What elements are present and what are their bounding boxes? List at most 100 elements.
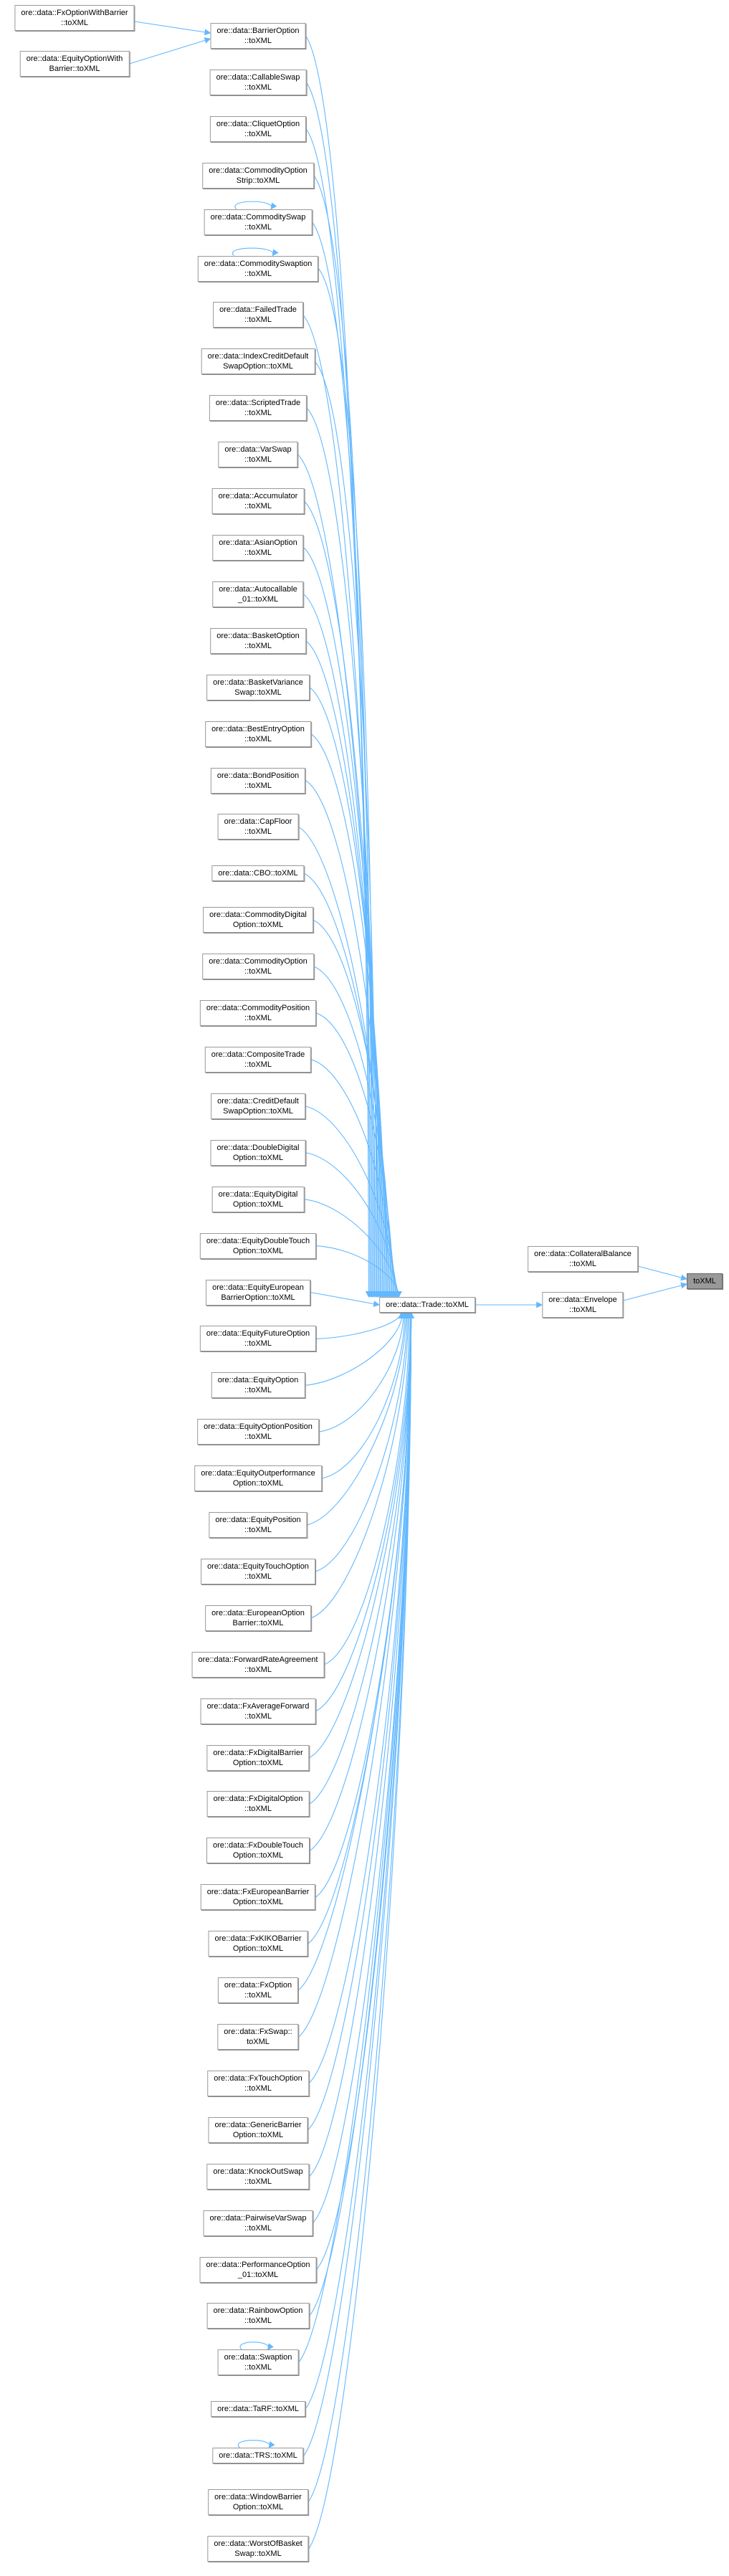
node-label: ore::data::CommodityOption	[209, 166, 308, 175]
node-label: ::toXML	[244, 2083, 272, 2093]
node-equityposition-toxml[interactable]: ore::data::EquityPosition::toXML	[209, 1512, 308, 1539]
node-fxoption-toxml[interactable]: ore::data::FxOption::toXML	[217, 1977, 299, 2004]
node-commodityoption-toxml[interactable]: ore::data::CommodityOption::toXML	[202, 954, 314, 980]
node-toxml[interactable]: toXML	[687, 1273, 723, 1289]
node-label: _01::toXML	[237, 594, 279, 604]
node-capfloor-toxml[interactable]: ore::data::CapFloor::toXML	[217, 814, 299, 840]
node-label: ::toXML	[244, 1339, 272, 1349]
edge-caller-13-to-trade	[305, 640, 387, 1298]
node-label: ::toXML	[244, 409, 272, 418]
node-barrieroption-toxml[interactable]: ore::data::BarrierOption::toXML	[210, 23, 306, 49]
node-knockoutswap-toxml[interactable]: ore::data::KnockOutSwap::toXML	[206, 2163, 310, 2190]
node-label: ore::data::GenericBarrier	[214, 2120, 302, 2129]
node-label: _01::toXML	[237, 2270, 279, 2279]
node-label: ::toXML	[244, 1572, 272, 1581]
node-scriptedtrade-toxml[interactable]: ore::data::ScriptedTrade::toXML	[209, 395, 308, 422]
node-label: Barrier::toXML	[49, 65, 100, 73]
node-equityoption-toxml[interactable]: ore::data::EquityOption::toXML	[211, 1372, 305, 1399]
node-varswap-toxml[interactable]: ore::data::VarSwap::toXML	[218, 442, 298, 468]
edge-fxoptionwithbarrier-to-barrieroption	[134, 21, 211, 36]
node-failedtrade-toxml[interactable]: ore::data::FailedTrade::toXML	[213, 302, 303, 328]
node-bondposition-toxml[interactable]: ore::data::BondPosition::toXML	[210, 767, 306, 794]
node-fxswap-toxml[interactable]: ore::data::FxSwap::toXML	[217, 2024, 299, 2050]
edge-caller-42-to-trade	[297, 1312, 415, 1991]
node-rainbowoption-toxml[interactable]: ore::data::RainbowOption::toXML	[206, 2303, 310, 2329]
node-bestentryoption-toxml[interactable]: ore::data::BestEntryOption::toXML	[205, 721, 311, 747]
edge-equityoptionwithbarrier-to-barrieroption	[129, 37, 211, 65]
edge-collateral-to-toxml	[637, 1265, 687, 1281]
node-label: Swap::toXML	[234, 688, 282, 697]
node-label: ::toXML	[244, 269, 272, 278]
node-label: ::toXML	[244, 1386, 272, 1395]
node-label: ::toXML	[244, 315, 272, 325]
node-equityfutureoption-toxml[interactable]: ore::data::EquityFutureOption::toXML	[199, 1326, 317, 1352]
node-compositetrade-toxml[interactable]: ore::data::CompositeTrade::toXML	[204, 1046, 312, 1073]
edge-caller-32-to-trade	[307, 1312, 409, 1526]
node-label: ::toXML	[244, 827, 272, 837]
node-asianoption-toxml[interactable]: ore::data::AsianOption::toXML	[212, 534, 304, 561]
node-commodityswaption-toxml[interactable]: ore::data::CommoditySwaption::toXML	[197, 255, 319, 282]
node-fxdigitaloption-toxml[interactable]: ore::data::FxDigitalOption::toXML	[206, 1791, 310, 1817]
node-cbo-toxml[interactable]: ore::data::CBO::toXML	[211, 865, 305, 882]
node-pairwisevarswap-toxml[interactable]: ore::data::PairwiseVarSwap::toXML	[203, 2210, 313, 2236]
node-label: ore::data::Autocallable	[219, 584, 297, 594]
node-label: ore::data::Trade::toXML	[386, 1301, 469, 1309]
node-trade-toxml[interactable]: ore::data::Trade::toXML	[379, 1297, 475, 1313]
node-label: ::toXML	[244, 222, 272, 232]
node-callableswap-toxml[interactable]: ore::data::CallableSwap::toXML	[209, 69, 307, 95]
node-commodityposition-toxml[interactable]: ore::data::CommodityPosition::toXML	[199, 1000, 317, 1027]
node-label: Option::toXML	[232, 1153, 284, 1162]
node-autocallable-01-toxml[interactable]: ore::data::Autocallable_01::toXML	[212, 581, 304, 607]
node-label: ore::data::FxSwap::	[224, 2028, 292, 2037]
edge-caller-0-to-trade	[305, 35, 372, 1298]
node-label: ::toXML	[244, 734, 272, 743]
node-cliquetoption-toxml[interactable]: ore::data::CliquetOption::toXML	[209, 115, 307, 142]
node-fxtouchoption-toxml[interactable]: ore::data::FxTouchOption::toXML	[207, 2070, 309, 2096]
node-envelope-toxml[interactable]: ore::data::Envelope::toXML	[542, 1292, 624, 1318]
node-label: ::toXML	[244, 82, 272, 92]
node-forwardrateagreement-toxml[interactable]: ore::data::ForwardRateAgreement::toXML	[191, 1651, 325, 1678]
node-equitytouchoption-toxml[interactable]: ore::data::EquityTouchOption::toXML	[201, 1558, 315, 1584]
node-collateralbalance-toxml[interactable]: ore::data::CollateralBalance::toXML	[528, 1246, 638, 1272]
node-label: ::toXML	[244, 1526, 272, 1535]
node-label: ore::data::BasketOption	[216, 631, 300, 640]
edge-caller-6-to-trade	[302, 315, 379, 1298]
node-equityoptionposition-toxml[interactable]: ore::data::EquityOptionPosition::toXML	[197, 1419, 319, 1445]
node-accumulator-toxml[interactable]: ore::data::Accumulator::toXML	[211, 488, 305, 515]
edge-caller-30-to-trade	[318, 1312, 407, 1432]
node-commodityswap-toxml[interactable]: ore::data::CommoditySwap::toXML	[204, 209, 313, 235]
edge-caller-24-to-trade	[305, 1152, 400, 1298]
node-fxaverageforward-toxml[interactable]: ore::data::FxAverageForward::toXML	[200, 1698, 316, 1724]
node-basketoption-toxml[interactable]: ore::data::BasketOption::toXML	[210, 627, 306, 654]
node-tarf-toxml[interactable]: ore::data::TaRF::toXML	[211, 2401, 305, 2418]
node-label: ::toXML	[244, 2223, 272, 2233]
edge-caller-54-to-trade	[308, 1312, 415, 2549]
node-trs-toxml[interactable]: ore::data::TRS::toXML	[212, 2448, 304, 2464]
node-label: ::toXML	[244, 502, 272, 511]
node-fxoptionwithbarrier-toxml[interactable]: ore::data::FxOptionWithBarrier::toXML	[14, 5, 135, 31]
node-performanceoption-01-toxml[interactable]: ore::data::PerformanceOption_01::toXML	[199, 2256, 317, 2283]
node-label: ::toXML	[244, 1805, 272, 1814]
node-label: ::toXML	[244, 129, 272, 138]
node-swaption-toxml[interactable]: ore::data::Swaption::toXML	[217, 2349, 299, 2376]
node-label: ore::data::EquityDoubleTouch	[206, 1236, 310, 1245]
